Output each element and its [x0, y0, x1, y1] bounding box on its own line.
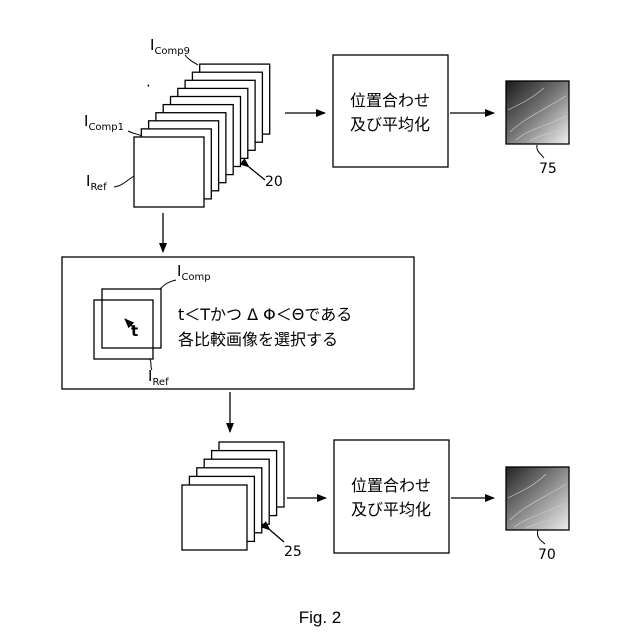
ellipsis-dots: ·	[146, 77, 151, 95]
bottom-result-image	[506, 467, 569, 530]
selection-criterion-line2: 各比較画像を選択する	[178, 330, 338, 349]
bottom-image-stack	[182, 442, 284, 550]
label-i-ref: IRef	[86, 172, 107, 193]
top-process-box	[333, 55, 448, 167]
leader-70	[537, 530, 545, 544]
selection-vector-label: t	[131, 322, 138, 340]
figure-caption: Fig. 2	[299, 608, 342, 627]
ref-number-25: 25	[284, 544, 302, 560]
bottom-process-line2: 及び平均化	[351, 500, 431, 519]
ref-number-75: 75	[539, 161, 557, 177]
selection-criterion-line1: t＜Tかつ Δ Φ＜Θである	[178, 305, 352, 324]
bottom-process-box	[334, 440, 449, 553]
label-i-comp1: IComp1	[84, 112, 124, 133]
top-process-line2: 及び平均化	[350, 115, 430, 134]
leader-i-comp9	[185, 55, 198, 65]
bottom-process-line1: 位置合わせ	[351, 476, 431, 495]
ref-number-70: 70	[538, 547, 556, 563]
top-stack-frame-1	[134, 137, 204, 207]
leader-75	[537, 145, 544, 158]
top-process-line1: 位置合わせ	[350, 91, 430, 110]
leader-i-comp1	[128, 131, 142, 136]
bottom-stack-frame-1	[182, 485, 247, 550]
label-i-comp9: IComp9	[150, 36, 190, 57]
stack-25-pointer	[270, 530, 284, 542]
leader-i-ref	[114, 176, 134, 187]
ref-number-20: 20	[265, 174, 283, 190]
stack-20-pointer	[249, 167, 265, 180]
top-image-stack	[134, 64, 270, 207]
